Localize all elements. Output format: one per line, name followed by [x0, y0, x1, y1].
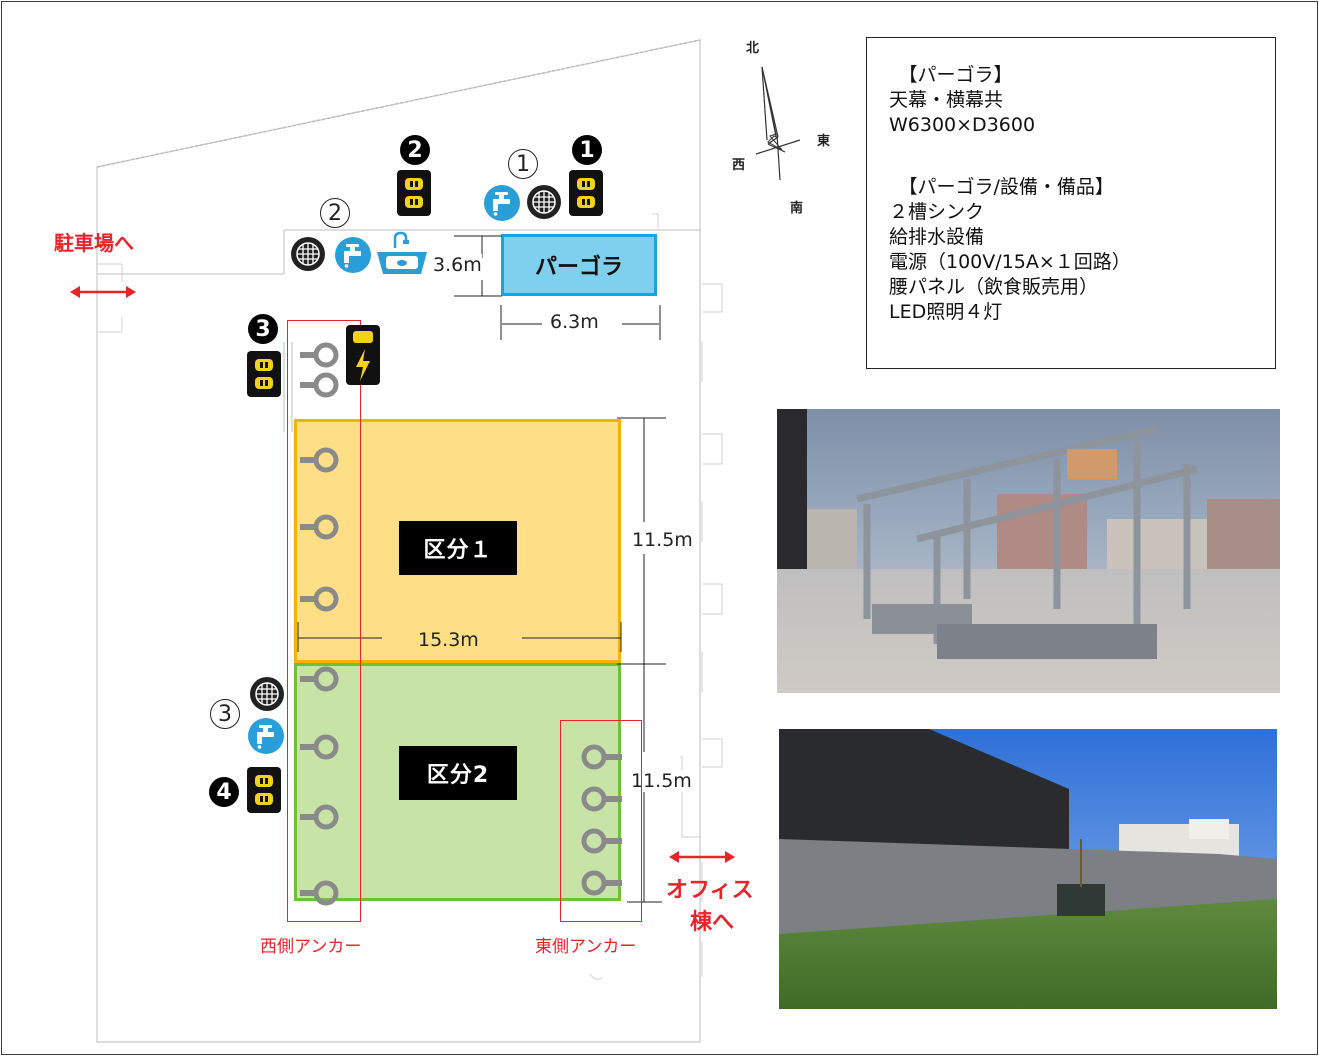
lawn-photo: [779, 729, 1277, 1009]
info-box: 【パーゴラ】 天幕・横幕共 W6300×D3600 【パーゴラ/設備・備品】 ２…: [866, 37, 1276, 369]
compass-icon: [755, 66, 801, 181]
pergola-width-label: 6.3m: [550, 311, 599, 333]
parking-label: 駐車場へ: [54, 231, 134, 255]
anchor-icon: [300, 880, 339, 906]
west-anchor-box: [287, 320, 361, 922]
east-anchor-label: 東側アンカー: [535, 937, 637, 957]
water-faucet-icon: [248, 718, 284, 754]
power-panel-icon: [346, 325, 380, 385]
info-line: 電源（100V/15A×１回路）: [889, 251, 1131, 273]
pergola-photo: [777, 409, 1280, 693]
anchor-icon: [300, 372, 339, 398]
west-anchor-label: 西側アンカー: [260, 937, 362, 957]
office-label-line2: 棟へ: [690, 910, 735, 935]
east-anchor-box: [560, 720, 642, 922]
marker-circled-2: 2: [320, 198, 350, 228]
anchor-icon: [300, 804, 339, 830]
anchor-icon: [300, 447, 339, 473]
info-line: 給排水設備: [889, 226, 985, 248]
pergola-dimension-lines: [454, 235, 661, 340]
zone-1-height-label: 11.5m: [632, 529, 693, 551]
compass-north: 北: [746, 41, 760, 56]
zone-2-label: 区分2: [399, 746, 517, 800]
drain-grate-icon: [291, 237, 325, 271]
anchor-icon: [300, 666, 339, 692]
water-faucet-icon: [335, 237, 371, 273]
info-line: LED照明４灯: [889, 301, 1003, 323]
zone-dimension-lines: [297, 417, 666, 903]
compass-west: 西: [732, 158, 746, 173]
info-line: 腰パネル（飲食販売用）: [889, 276, 1099, 298]
compass-south: 南: [790, 201, 804, 216]
power-outlet-icon: [397, 170, 431, 216]
site-outline: [96, 39, 723, 1043]
power-outlet-icon: [569, 170, 603, 216]
anchor-icon: [300, 734, 339, 760]
compass-east: 東: [817, 134, 831, 149]
info-line: 【パーゴラ/設備・備品】: [889, 176, 1114, 198]
sink-icon: [377, 231, 427, 274]
water-faucet-icon: [484, 185, 520, 221]
double-arrow-icon: [669, 851, 735, 863]
pergola-depth-label: 3.6m: [433, 254, 482, 276]
zone-1-label: 区分１: [399, 521, 517, 575]
anchor-icon: [300, 342, 339, 368]
double-arrow-icon: [70, 286, 136, 298]
anchor-icon: [581, 786, 622, 812]
anchor-icon: [300, 514, 339, 540]
drain-grate-icon: [250, 677, 284, 711]
anchor-icon: [581, 828, 622, 854]
office-label-line1: オフィス: [666, 878, 754, 903]
marker-circled-3: 3: [210, 699, 240, 729]
marker-black-3: 3: [248, 314, 278, 344]
info-line: 【パーゴラ】: [889, 64, 1013, 86]
power-outlet-icon: [247, 351, 281, 397]
zone-2-height-label: 11.5m: [631, 770, 692, 792]
anchor-icon: [300, 586, 339, 612]
marker-circled-1: 1: [508, 149, 538, 179]
info-line: W6300×D3600: [889, 114, 1036, 136]
marker-black-2: 2: [400, 135, 430, 165]
marker-black-4: 4: [209, 777, 239, 807]
zone-width-label: 15.3m: [418, 629, 479, 651]
drain-grate-icon: [527, 185, 561, 219]
anchor-icon: [581, 744, 622, 770]
pergola-label: パーゴラ: [534, 255, 623, 280]
anchor-icon: [581, 870, 622, 896]
info-line: 天幕・横幕共: [889, 89, 1004, 111]
marker-black-1: 1: [572, 135, 602, 165]
power-outlet-icon: [247, 767, 281, 813]
pergola-area: パーゴラ: [501, 234, 657, 296]
info-line: ２槽シンク: [889, 201, 985, 223]
